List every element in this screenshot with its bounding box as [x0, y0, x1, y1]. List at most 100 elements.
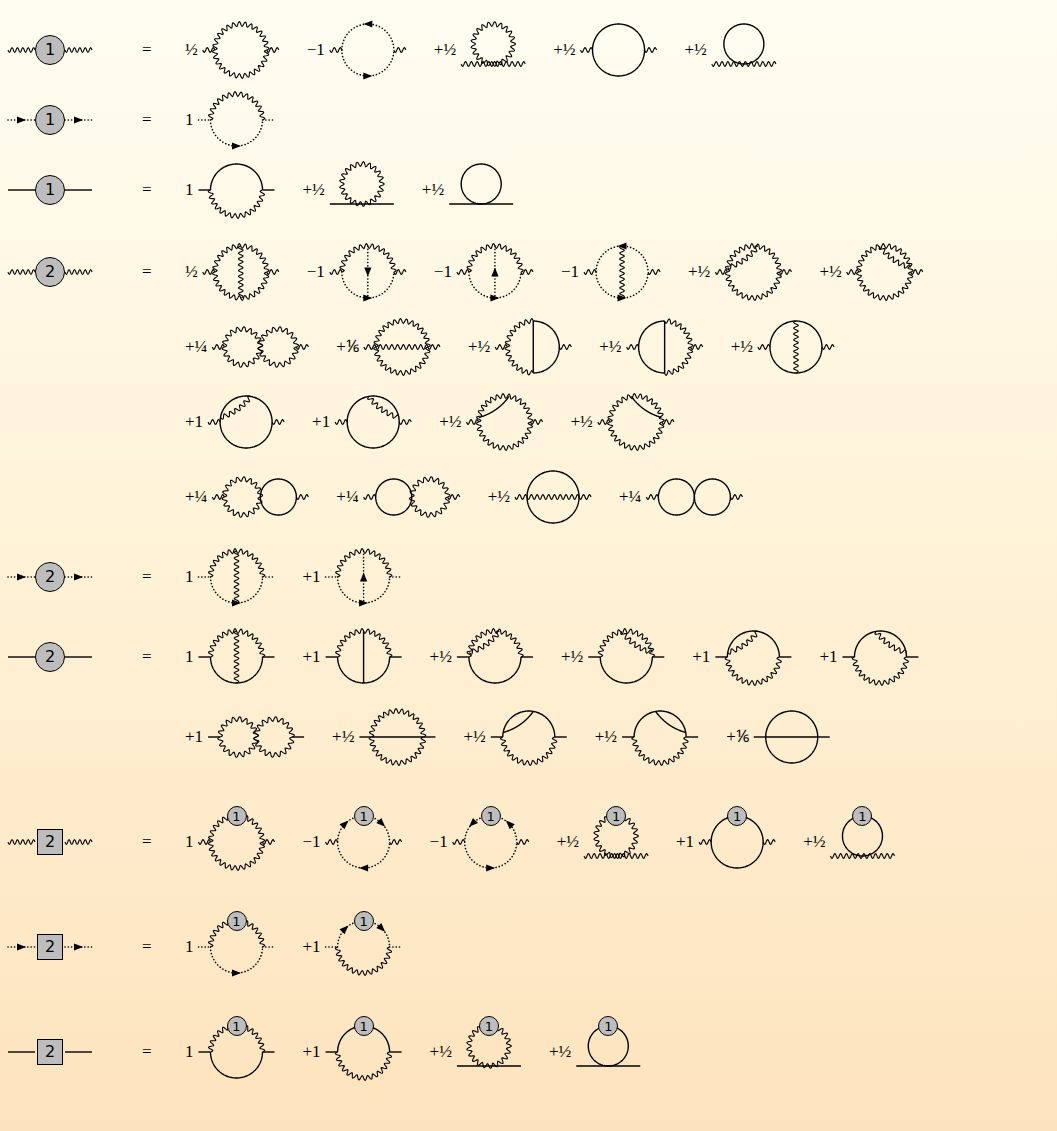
wavy-propagator: [584, 854, 648, 859]
coefficient: +½: [731, 337, 753, 357]
wavy-propagator: [579, 495, 591, 500]
wavy-propagator: [8, 48, 35, 53]
arrowhead: [232, 969, 241, 976]
coefficient: −1: [561, 262, 579, 282]
arrowhead: [469, 818, 478, 827]
wavy-propagator: [220, 396, 250, 419]
wavy-propagator: [223, 477, 263, 497]
wavy-propagator: [212, 50, 268, 78]
wavy-propagator: [374, 347, 430, 375]
wavy-propagator: [457, 270, 469, 275]
vertex-blob: 1: [852, 806, 872, 826]
solid-propagator: [588, 656, 600, 657]
wavy-propagator: [238, 246, 243, 298]
wavy-propagator: [627, 345, 639, 350]
solid-propagator: [461, 164, 501, 204]
coefficient: +½: [422, 180, 444, 200]
vertex-blob: 1: [227, 806, 247, 826]
wavy-propagator: [632, 737, 688, 765]
coefficient: +½: [430, 647, 452, 667]
wavy-propagator: [875, 631, 906, 653]
solid-propagator: [263, 189, 275, 190]
arrowhead: [491, 268, 498, 277]
coefficient: +⅙: [336, 337, 359, 357]
equals-sign: =: [142, 1042, 152, 1062]
order-number: 1: [45, 42, 55, 58]
arrowhead: [17, 943, 26, 950]
coefficient: 1: [185, 180, 194, 200]
solid-propagator: [8, 189, 35, 190]
wavy-propagator: [467, 244, 523, 272]
coefficient: ½: [185, 262, 198, 282]
wavy-propagator: [370, 709, 426, 737]
equals-sign: =: [142, 567, 152, 587]
order-number: 1: [612, 810, 620, 823]
wavy-propagator: [712, 62, 776, 67]
solid-propagator: [600, 657, 652, 683]
solid-propagator: [376, 479, 412, 497]
wavy-propagator: [501, 737, 557, 765]
wavy-propagator: [725, 244, 781, 272]
coefficient: −1: [303, 832, 321, 852]
vertex-blob: 2: [35, 562, 65, 592]
vertex-blob: 1: [598, 1016, 618, 1036]
solid-propagator: [199, 1051, 211, 1052]
wavy-propagator: [394, 48, 406, 53]
coefficient: +1: [303, 647, 321, 667]
vertex-blob: 1: [481, 806, 501, 826]
solid-propagator: [593, 50, 645, 76]
wavy-propagator: [621, 631, 652, 653]
solid-propagator: [503, 711, 555, 737]
equals-sign: =: [142, 180, 152, 200]
wavy-propagator: [852, 657, 908, 685]
wavy-propagator: [410, 477, 450, 497]
vertex-blob: 2: [35, 257, 65, 287]
order-number: 2: [45, 834, 55, 850]
solid-propagator: [65, 656, 92, 657]
order-number: 1: [733, 810, 741, 823]
order-number: 1: [232, 915, 240, 928]
wavy-propagator: [399, 420, 411, 425]
coefficient: 1: [185, 647, 194, 667]
arrowhead: [360, 573, 367, 582]
solid-propagator: [211, 1052, 263, 1078]
solid-propagator: [533, 321, 534, 373]
wavy-propagator: [340, 162, 384, 206]
ghost-propagator: [390, 946, 402, 948]
solid-propagator: [766, 711, 818, 737]
wavy-propagator: [453, 840, 465, 845]
wavy-propagator: [222, 497, 262, 517]
ghost-propagator: [342, 50, 394, 76]
coefficient: +1: [692, 647, 710, 667]
wavy-propagator: [8, 270, 35, 275]
wavy-propagator: [254, 717, 294, 737]
ghost-propagator: [199, 576, 211, 578]
arrowhead: [232, 142, 241, 149]
ghost-propagator: [465, 842, 517, 868]
wavy-propagator: [330, 48, 342, 53]
vertex-blob: 1: [227, 911, 247, 931]
coefficient: +½: [685, 40, 707, 60]
wavy-propagator: [608, 394, 664, 422]
vertex-blob: 1: [354, 911, 374, 931]
wavy-propagator: [390, 840, 402, 845]
order-number: 2: [45, 1044, 55, 1060]
solid-propagator: [376, 497, 412, 515]
wavy-propagator: [369, 737, 425, 765]
wavy-propagator: [646, 495, 658, 500]
vertex-blob: 1: [35, 105, 65, 135]
order-number: 1: [487, 810, 495, 823]
solid-propagator: [854, 631, 906, 657]
wavy-propagator: [879, 246, 910, 268]
solid-propagator: [220, 422, 272, 448]
wavy-propagator: [259, 327, 299, 347]
coefficient: 1: [185, 937, 194, 957]
vertex-blob: 1: [354, 1016, 374, 1036]
solid-propagator: [694, 497, 730, 515]
order-number: 1: [232, 810, 240, 823]
vertex-blob: 1: [227, 1016, 247, 1036]
solid-propagator: [576, 1065, 640, 1066]
wavy-propagator: [620, 246, 625, 298]
coefficient: +1: [185, 412, 203, 432]
